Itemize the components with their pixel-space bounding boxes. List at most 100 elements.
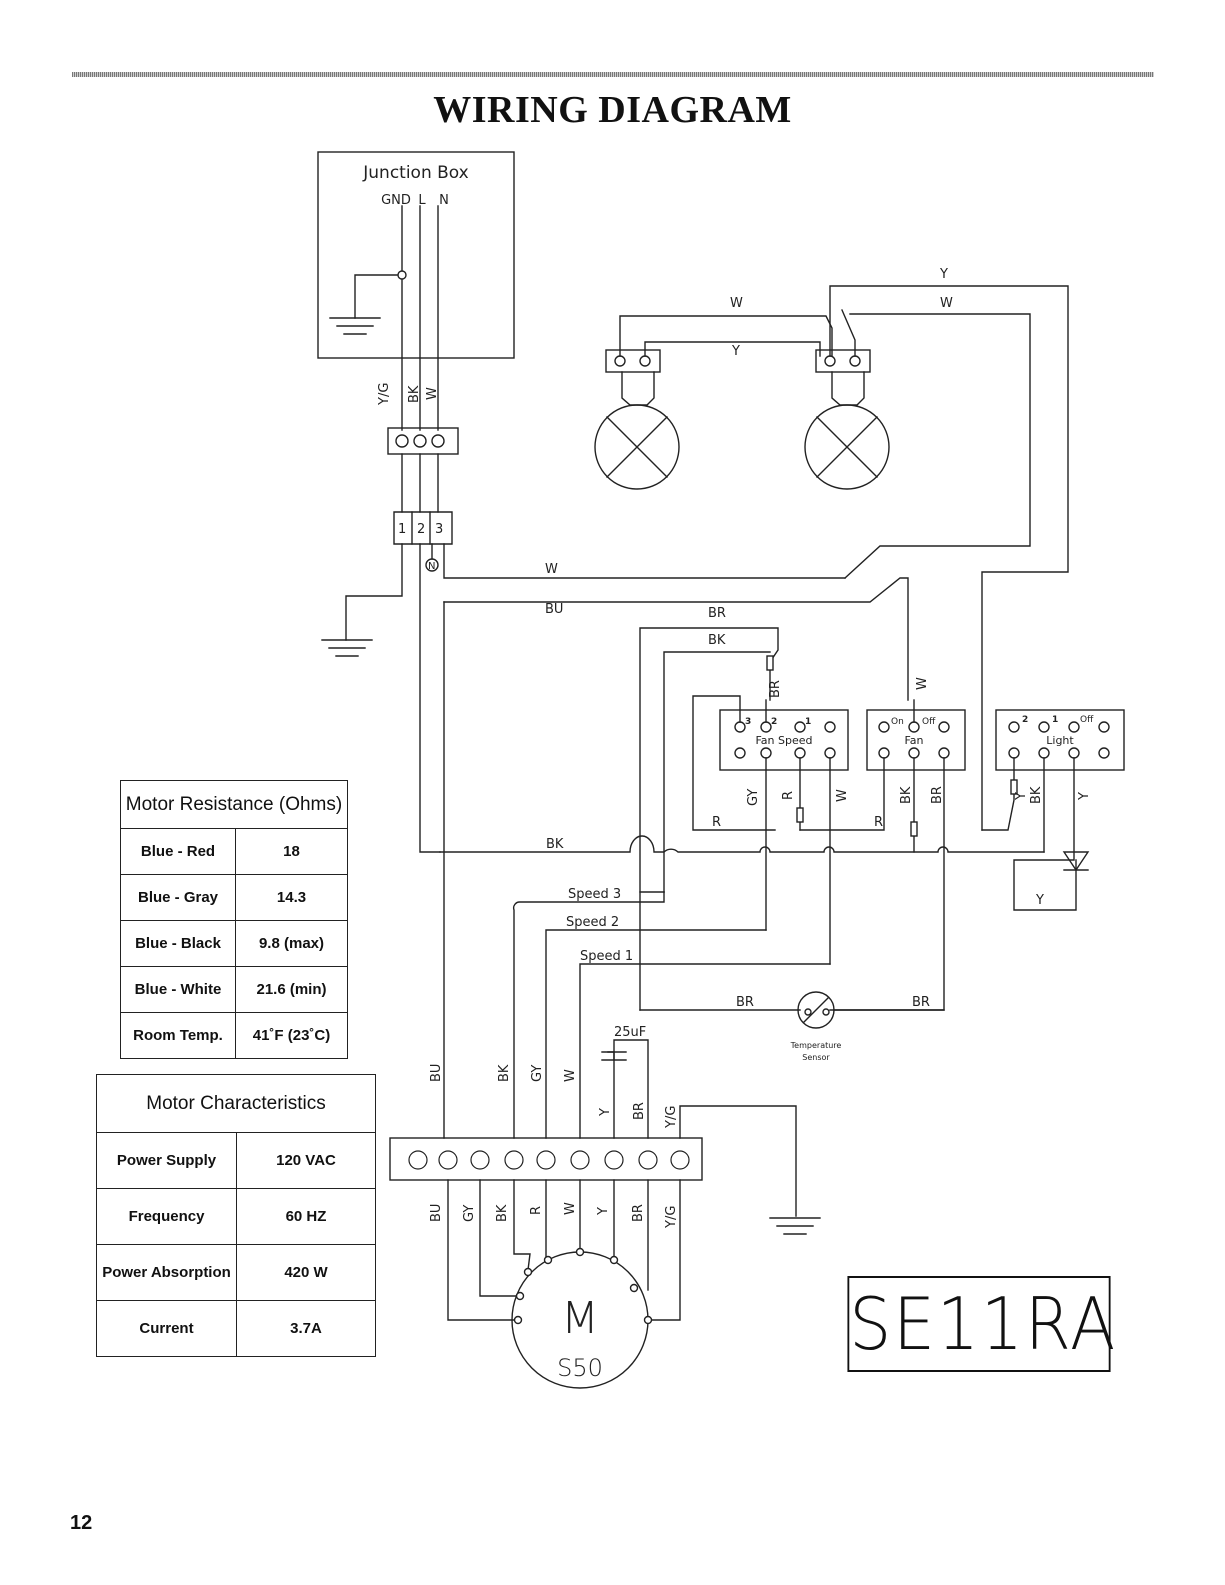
resistance-value: 41˚F (23˚C): [235, 1012, 348, 1059]
junction-terminal-n: N: [439, 193, 449, 208]
model-number-box: SE11RA: [847, 1276, 1115, 1372]
characteristic-value: 420 W: [236, 1244, 376, 1301]
bottom-label-w: W: [563, 1202, 578, 1215]
lamp-right: [804, 404, 890, 490]
label-br-sensor-left: BR: [736, 995, 754, 1010]
resistance-value: 14.3: [235, 874, 348, 921]
fan-speed-pos-2: 2: [771, 717, 777, 727]
label-lamp-w2: W: [940, 296, 953, 311]
label-br-sensor-right: BR: [912, 995, 930, 1010]
light-pos-1: 1: [1052, 715, 1058, 725]
bottom-label-bk: BK: [495, 1204, 510, 1222]
label-speed-3: Speed 3: [568, 887, 621, 902]
top-label-yg: Y/G: [664, 1106, 679, 1129]
label-r-right: R: [874, 815, 883, 830]
label-br-top: BR: [708, 606, 726, 621]
label-bk: BK: [407, 385, 422, 403]
top-label-bu: BU: [429, 1064, 444, 1082]
resistance-value: 21.6 (min): [235, 966, 348, 1013]
junction-terminal-gnd: GND: [381, 193, 411, 208]
label-bk-light: BK: [1029, 786, 1044, 804]
light-switch: [995, 709, 1125, 771]
top-label-br: BR: [632, 1102, 647, 1120]
fan-speed-switch: [719, 709, 849, 771]
connector-123: [393, 511, 453, 545]
label-lamp-y1: Y: [731, 344, 740, 359]
bottom-label-gy: GY: [462, 1205, 477, 1222]
junction-terminal-l: L: [418, 193, 426, 208]
lamp-left: [594, 404, 680, 490]
label-w-fan: W: [915, 677, 930, 690]
top-label-y: Y: [598, 1108, 613, 1117]
capacitor-label: 25uF: [614, 1025, 646, 1040]
label-bu-main: BU: [545, 602, 563, 617]
characteristic-label: Power Supply: [96, 1132, 237, 1189]
resistance-label: Blue - Black: [120, 920, 236, 967]
bottom-label-yg: Y/G: [664, 1206, 679, 1229]
page-number: 12: [70, 1512, 93, 1534]
motor-resistance-title: Motor Resistance (Ohms): [120, 780, 348, 829]
temperature-sensor-line2: Sensor: [802, 1053, 830, 1062]
motor-symbol: M: [561, 1293, 599, 1344]
label-y-light1: Y: [1014, 792, 1029, 801]
fan-switch: [866, 709, 966, 771]
top-rule: [72, 72, 1154, 77]
label-br-fan: BR: [930, 786, 945, 804]
bottom-label-bu: BU: [429, 1204, 444, 1222]
terminal-2: 2: [417, 522, 425, 537]
label-br-fanspeed: BR: [768, 680, 783, 698]
fan-speed-pos-1: 1: [805, 717, 811, 727]
label-bk-top: BK: [708, 633, 726, 648]
label-gy-fs: GY: [746, 789, 761, 806]
upper-terminal-block: [387, 427, 459, 455]
fan-pos-on: On: [891, 717, 904, 727]
light-label: Light: [1046, 734, 1074, 747]
terminal-3: 3: [435, 522, 443, 537]
label-r-fs: R: [781, 791, 796, 800]
terminal-1: 1: [398, 522, 406, 537]
junction-box: [317, 151, 515, 359]
fan-pos-off: Off: [922, 717, 936, 727]
resistance-value: 18: [235, 828, 348, 875]
bottom-label-r: R: [529, 1206, 544, 1215]
label-r-left: R: [712, 815, 721, 830]
motor-terminal-block: [389, 1137, 703, 1181]
temperature-sensor-line1: Temperature: [790, 1041, 842, 1050]
motor-characteristics-title: Motor Characteristics: [96, 1074, 376, 1133]
fan-speed-label: Fan Speed: [755, 734, 812, 747]
resistance-value: 9.8 (max): [235, 920, 348, 967]
junction-box-label: Junction Box: [362, 163, 468, 183]
label-w-main: W: [545, 562, 558, 577]
light-pos-off: Off: [1080, 715, 1094, 725]
characteristic-value: 120 VAC: [236, 1132, 376, 1189]
lamp-holder-left: [605, 349, 661, 373]
light-pos-2: 2: [1022, 715, 1028, 725]
fan-speed-pos-3: 3: [745, 717, 751, 727]
characteristic-label: Frequency: [96, 1188, 237, 1245]
label-w: W: [425, 387, 440, 400]
characteristic-value: 60 HZ: [236, 1188, 376, 1245]
fan-label: Fan: [904, 734, 923, 747]
characteristic-value: 3.7A: [236, 1300, 376, 1357]
resistance-label: Blue - Gray: [120, 874, 236, 921]
label-speed-1: Speed 1: [580, 949, 633, 964]
top-label-bk: BK: [497, 1064, 512, 1082]
label-w-fs: W: [835, 789, 850, 802]
label-speed-2: Speed 2: [566, 915, 619, 930]
motor-model: S50: [557, 1354, 603, 1382]
page-title: WIRING DIAGRAM: [433, 89, 792, 131]
characteristic-label: Current: [96, 1300, 237, 1357]
label-lamp-w1: W: [730, 296, 743, 311]
label-y-diode: Y: [1035, 893, 1044, 908]
resistance-label: Blue - Red: [120, 828, 236, 875]
label-yg: Y/G: [377, 383, 392, 406]
label-bk-common: BK: [546, 837, 564, 852]
label-y-light2: Y: [1077, 792, 1092, 801]
resistance-label: Blue - White: [120, 966, 236, 1013]
bottom-label-br: BR: [631, 1204, 646, 1222]
neutral-tag: N: [428, 561, 435, 572]
top-label-gy: GY: [530, 1065, 545, 1082]
